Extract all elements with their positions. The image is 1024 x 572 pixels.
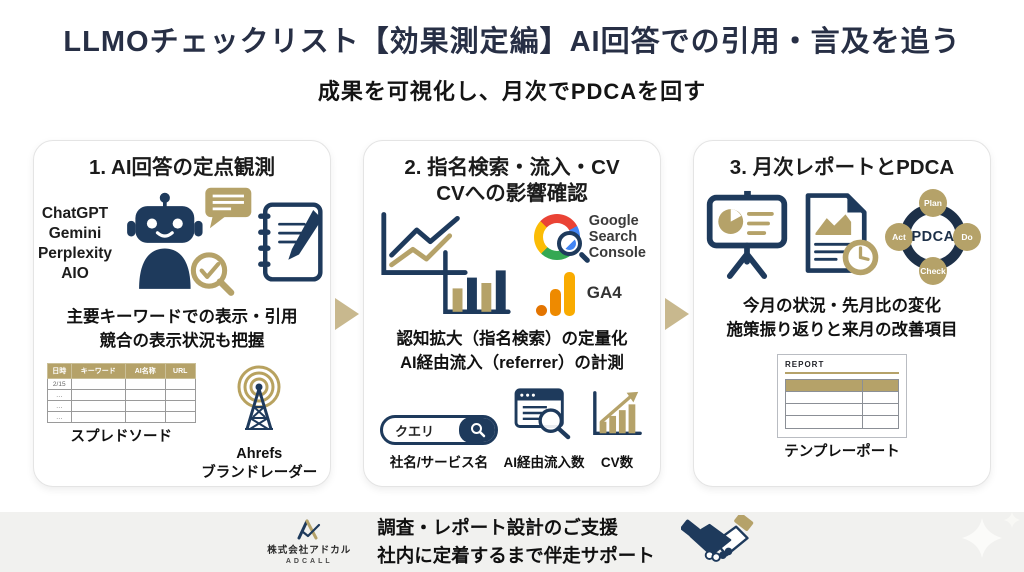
card1-desc-line2: 競合の表示状況も把握 bbox=[99, 331, 265, 350]
card3-title: 3. 月次レポートとPDCA bbox=[729, 156, 955, 179]
ga4-label: GA4 bbox=[586, 282, 622, 302]
ga4-logo: GA4 bbox=[535, 270, 622, 316]
flow-arrow-icon bbox=[335, 297, 359, 330]
cv-label: CV数 bbox=[600, 455, 634, 471]
growth-chart-icon bbox=[590, 388, 644, 445]
notebook-pencil-icon bbox=[251, 197, 331, 292]
query-item: クエリ 社名/サービス名 bbox=[380, 415, 498, 471]
card1-desc-line1: 主要キーワードでの表示・引用 bbox=[66, 307, 298, 326]
query-searchbox-icon: クエリ bbox=[380, 415, 498, 446]
company-name-en: ADCALL bbox=[285, 558, 333, 566]
tracking-sheet-icon: 日時 キーワード AI名称 URL 2/15 … … … bbox=[46, 363, 196, 424]
report-clock-icon bbox=[793, 189, 883, 284]
card3-description: 今月の状況・先月比の変化 施策振り返りと来月の改善項目 bbox=[727, 295, 958, 343]
analytics-charts-icon bbox=[378, 208, 530, 320]
card2-title: 2. 指名検索・流入・CV CVへの影響確認 bbox=[404, 156, 620, 205]
card2-desc-line2: AI経由流入（referrer）の計測 bbox=[400, 354, 624, 373]
report-title: REPORT bbox=[785, 360, 825, 370]
query-label: 社名/サービス名 bbox=[389, 455, 489, 471]
ai-tool: Perplexity bbox=[37, 245, 113, 263]
browser-magnifier-icon bbox=[514, 386, 574, 445]
card-monthly-report-pdca: 3. 月次レポートとPDCA bbox=[693, 140, 991, 487]
antenna-radar-icon bbox=[224, 365, 294, 439]
sparkle-icon bbox=[962, 518, 1002, 563]
card-search-traffic-cv: 2. 指名検索・流入・CV CVへの影響確認 bbox=[363, 140, 661, 487]
referral-item: AI経由流入数 bbox=[504, 386, 585, 471]
page-title: LLMOチェックリスト【効果測定編】AI回答での引用・言及を追う bbox=[63, 26, 961, 58]
spreadsheet-block: 日時 キーワード AI名称 URL 2/15 … … … スプレドソード bbox=[46, 363, 196, 446]
radar-label: Ahrefs ブランドレーダー bbox=[201, 446, 318, 481]
pdca-do-node: Do bbox=[953, 222, 981, 251]
ai-tool: Gemini bbox=[48, 224, 102, 242]
card1-title: 1. AI回答の定点観測 bbox=[88, 156, 276, 179]
card3-desc-line1: 今月の状況・先月比の変化 bbox=[743, 296, 941, 315]
search-button-icon bbox=[459, 418, 495, 443]
gsc-label: Google Search Console bbox=[588, 212, 646, 262]
ai-tools-list: ChatGPT Gemini Perplexity AIO bbox=[33, 204, 117, 285]
handshake-icon bbox=[680, 512, 757, 570]
company-name: 株式会社アドカル bbox=[267, 544, 352, 556]
flow-arrow-icon bbox=[665, 297, 689, 330]
cv-item: CV数 bbox=[590, 388, 644, 471]
card1-icon-row: ChatGPT Gemini Perplexity AIO bbox=[33, 185, 331, 304]
ai-tool: AIO bbox=[61, 265, 89, 283]
card2-description: 認知拡大（指名検索）の定量化 AI経由流入（referrer）の計測 bbox=[397, 328, 628, 376]
brand-radar-block: Ahrefs ブランドレーダー bbox=[201, 363, 317, 481]
ga4-bars-icon bbox=[535, 270, 576, 316]
gsc-g-icon bbox=[533, 214, 591, 265]
steps-row: 1. AI回答の定点観測 ChatGPT Gemini Perplexity A… bbox=[0, 140, 1024, 487]
card1-description: 主要キーワードでの表示・引用 競合の表示状況も把握 bbox=[67, 306, 298, 354]
card2-desc-line1: 認知拡大（指名検索）の定量化 bbox=[396, 330, 628, 349]
footer: 株式会社アドカル ADCALL 調査・レポート設計のご支援 社内に定着するまで伴… bbox=[0, 512, 1024, 572]
card-ai-monitoring: 1. AI回答の定点観測 ChatGPT Gemini Perplexity A… bbox=[33, 140, 331, 487]
company-logo: 株式会社アドカル ADCALL bbox=[267, 518, 351, 566]
pdca-act-node: Act bbox=[885, 222, 913, 251]
gsc-magnifier-icon bbox=[556, 231, 582, 257]
bar-chart-icon bbox=[440, 246, 512, 325]
google-search-console-logo: Google Search Console bbox=[533, 212, 646, 265]
template-label: テンプレーポート bbox=[784, 444, 900, 461]
robot-chat-magnifier-icon bbox=[117, 185, 255, 304]
presentation-easel-icon bbox=[703, 189, 791, 284]
support-line1: 調査・レポート設計のご支援 bbox=[377, 517, 618, 539]
line-chart-icon bbox=[378, 208, 470, 287]
card3-desc-line2: 施策振り返りと来月の改善項目 bbox=[726, 320, 958, 339]
query-text: クエリ bbox=[395, 423, 435, 439]
support-line2: 社内に定着するまで伴走サポート bbox=[377, 545, 655, 566]
pdca-center-label: PDCA bbox=[911, 228, 955, 245]
report-template-icon: REPORT bbox=[777, 354, 907, 439]
sparkle-small-icon bbox=[1004, 512, 1020, 533]
pdca-check-node: Check bbox=[919, 256, 947, 285]
pdca-plan-node: Plan bbox=[919, 188, 947, 217]
adcall-logo-icon bbox=[295, 519, 323, 544]
pdca-cycle-icon: Plan Do Check Act PDCA bbox=[885, 188, 981, 285]
support-text: 調査・レポート設計のご支援 社内に定着するまで伴走サポート bbox=[377, 514, 655, 570]
header: LLMOチェックリスト【効果測定編】AI回答での引用・言及を追う 成果を可視化し… bbox=[0, 0, 1024, 106]
spreadsheet-label: スプレドソード bbox=[70, 429, 173, 446]
ai-tool: ChatGPT bbox=[41, 204, 109, 222]
referral-label: AI経由流入数 bbox=[503, 455, 585, 471]
page-subtitle: 成果を可視化し、月次でPDCAを回す bbox=[317, 79, 707, 104]
